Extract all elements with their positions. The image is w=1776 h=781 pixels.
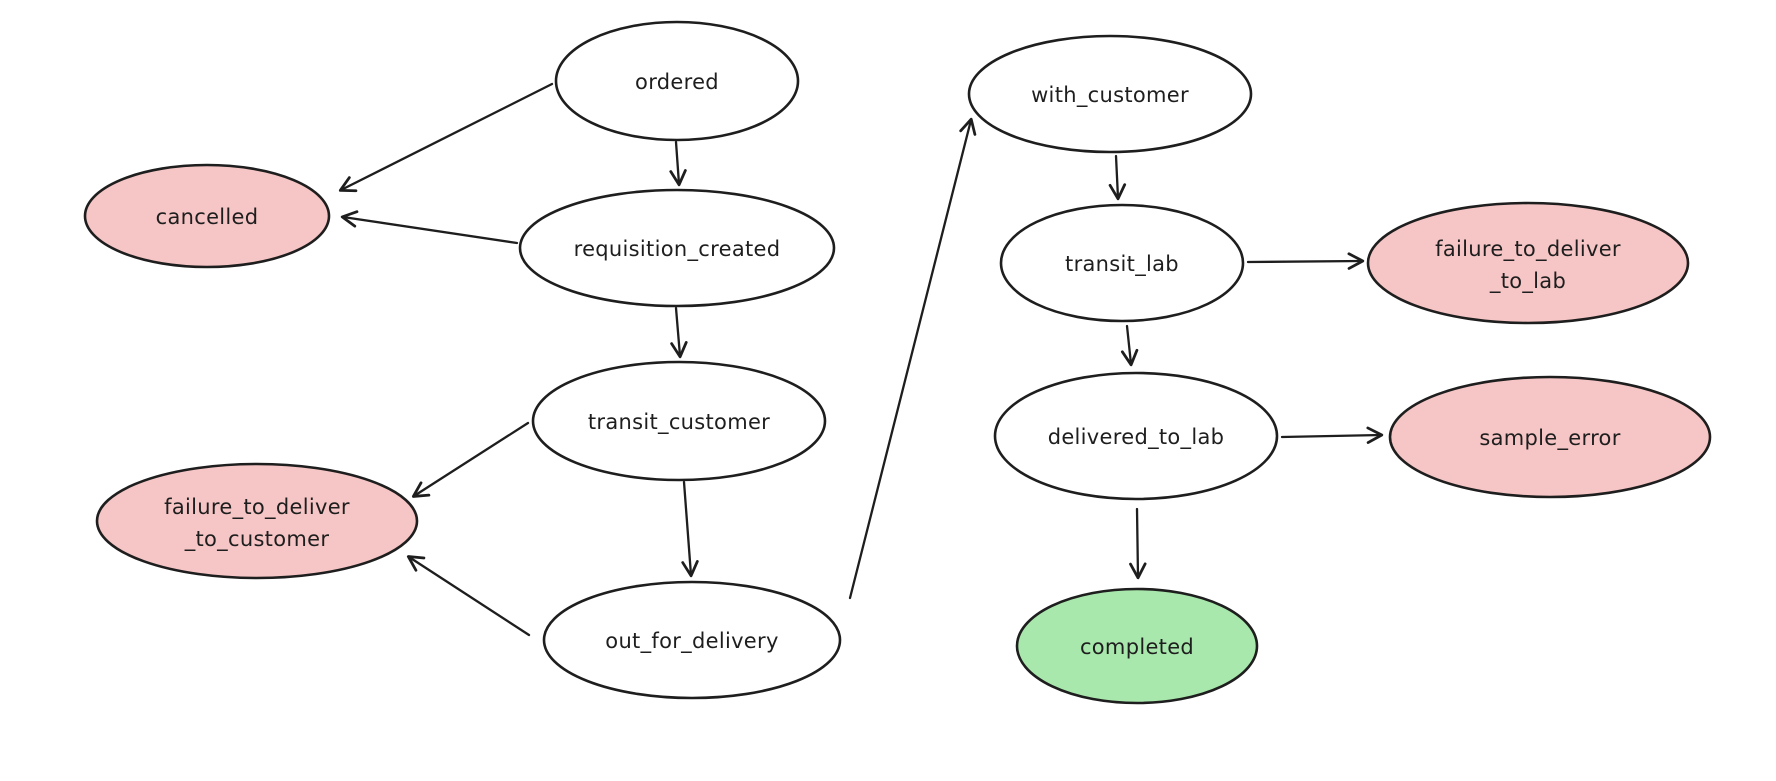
node-failure-to-deliver-to-customer-label-line1: failure_to_deliver	[164, 495, 350, 520]
node-delivered-to-lab-label: delivered_to_lab	[1048, 425, 1225, 450]
node-out-for-delivery: out_for_delivery	[542, 580, 842, 700]
node-failure-to-deliver-to-customer: failure_to_deliver _to_customer	[95, 462, 419, 580]
node-sample-error-label: sample_error	[1479, 426, 1620, 451]
node-failure-to-deliver-to-customer-label-line2: _to_customer	[184, 527, 330, 552]
edge-delivered-to-lab-to-sample-error	[1280, 426, 1384, 444]
node-ordered-shape	[554, 20, 800, 142]
edge-requisition-created-to-transit-customer	[670, 306, 688, 359]
edges-layer	[338, 82, 1384, 637]
node-delivered-to-lab-shape	[993, 371, 1279, 501]
node-transit-customer: transit_customer	[531, 360, 827, 482]
node-failure-to-deliver-to-lab-label-line1: failure_to_deliver	[1435, 237, 1621, 262]
edge-ordered-to-cancelled	[338, 82, 554, 193]
edge-transit-customer-to-out-for-delivery	[681, 480, 699, 578]
edge-delivered-to-lab-to-completed	[1129, 507, 1147, 580]
node-transit-lab: transit_lab	[999, 203, 1245, 323]
node-out-for-delivery-shape	[542, 580, 842, 700]
edge-with-customer-to-transit-lab	[1108, 154, 1127, 201]
node-completed-shape	[1015, 587, 1259, 705]
edge-requisition-created-to-cancelled	[340, 210, 519, 245]
node-with-customer: with_customer	[967, 34, 1253, 154]
node-requisition-created: requisition_created	[518, 188, 836, 308]
node-failure-to-deliver-to-lab: failure_to_deliver _to_lab	[1366, 201, 1690, 325]
node-requisition-created-label: requisition_created	[574, 237, 781, 262]
node-sample-error-shape	[1388, 375, 1712, 499]
edge-transit-customer-to-failure-to-deliver-to-customer	[411, 421, 530, 498]
edge-ordered-to-requisition-created	[669, 140, 687, 187]
node-failure-to-deliver-to-customer-shape	[95, 462, 419, 580]
node-sample-error: sample_error	[1388, 375, 1712, 499]
node-with-customer-shape	[967, 34, 1253, 154]
edge-out-for-delivery-to-with-customer	[848, 117, 977, 600]
node-ordered: ordered	[554, 20, 800, 142]
node-completed-label: completed	[1080, 635, 1194, 659]
node-transit-lab-label: transit_lab	[1065, 252, 1179, 277]
node-completed: completed	[1015, 587, 1259, 705]
node-cancelled: cancelled	[83, 163, 331, 269]
node-out-for-delivery-label: out_for_delivery	[605, 629, 778, 654]
node-cancelled-shape	[83, 163, 331, 269]
nodes-layer: ordered cancelled requisition_created tr…	[83, 20, 1712, 705]
node-transit-lab-shape	[999, 203, 1245, 323]
edge-out-for-delivery-to-failure-to-deliver-to-customer	[406, 555, 531, 637]
node-transit-customer-label: transit_customer	[588, 410, 770, 435]
edge-transit-lab-to-failure-to-deliver-to-lab	[1246, 252, 1365, 270]
node-failure-to-deliver-to-lab-shape	[1366, 201, 1690, 325]
edge-transit-lab-to-delivered-to-lab	[1120, 324, 1139, 367]
node-requisition-created-shape	[518, 188, 836, 308]
node-ordered-label: ordered	[635, 70, 719, 94]
node-transit-customer-shape	[531, 360, 827, 482]
node-failure-to-deliver-to-lab-label-line2: _to_lab	[1489, 269, 1566, 294]
node-delivered-to-lab: delivered_to_lab	[993, 371, 1279, 501]
node-with-customer-label: with_customer	[1031, 83, 1189, 108]
node-cancelled-label: cancelled	[156, 205, 259, 229]
